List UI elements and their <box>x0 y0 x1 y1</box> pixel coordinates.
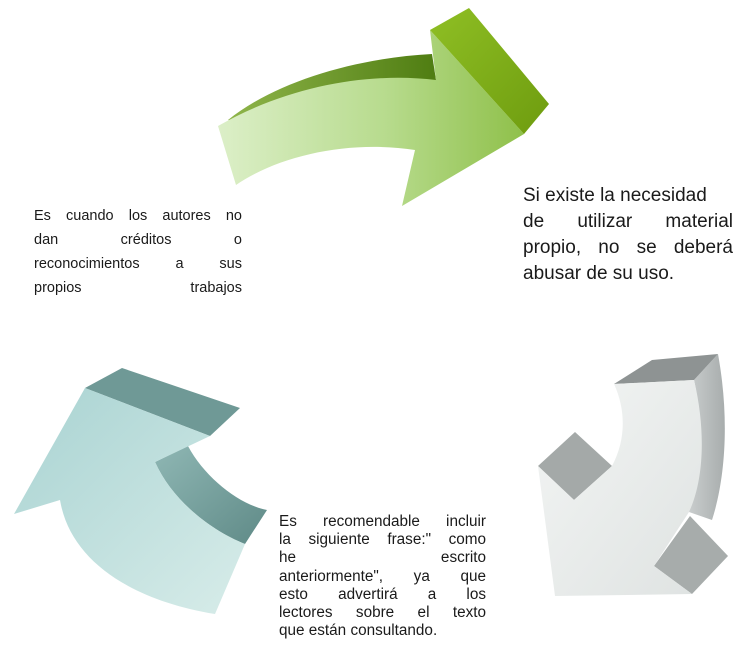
bottom-text-line: lectores sobre el texto <box>279 604 486 622</box>
bottom-text-line: la siguiente frase:" como <box>279 531 486 549</box>
right-text-line: de utilizar material <box>523 211 733 232</box>
bottom-text-line: esto advertirá a los <box>279 585 486 603</box>
right-text-line: abusar de su uso. <box>523 263 675 284</box>
right-text-line: Si existe la necesidad <box>523 185 707 206</box>
left-text-line: propios trabajos <box>34 280 242 296</box>
right-annotation-text: Si existe la necesidad de utilizar mater… <box>523 183 733 287</box>
left-annotation-text: Es cuando los autores no dan créditos o … <box>34 204 242 300</box>
bottom-text-line: he escrito <box>279 549 486 567</box>
bottom-annotation-text: Es recomendable incluir la siguiente fra… <box>279 513 486 640</box>
bottom-text-line: anteriormente", ya que <box>279 567 486 585</box>
left-text-line: reconocimientos a sus <box>34 256 242 272</box>
left-text-line: Es cuando los autores no <box>34 208 242 224</box>
bottom-text-line: Es recomendable incluir <box>279 513 486 530</box>
right-text-line: propio, no se deberá <box>523 237 733 258</box>
bottom-text-line: que están consultando. <box>279 622 438 640</box>
left-text-line: dan créditos o <box>34 232 242 248</box>
